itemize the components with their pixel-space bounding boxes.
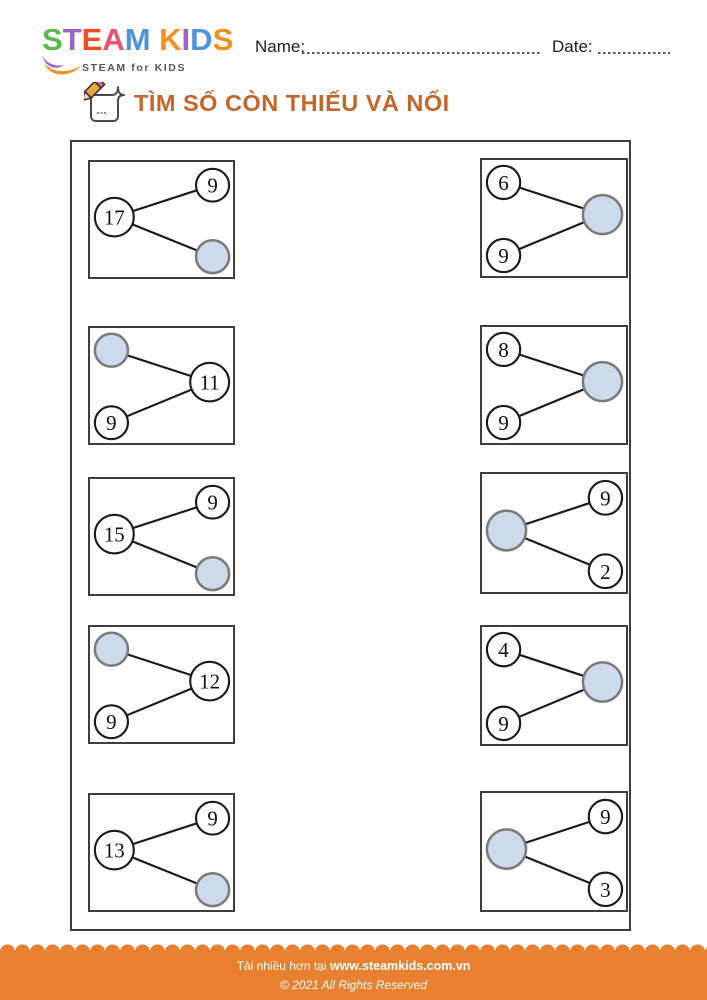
circle-number: 9 bbox=[600, 486, 611, 510]
logo-letter: D bbox=[190, 22, 213, 57]
circle-number: 8 bbox=[498, 338, 509, 362]
number-circle bbox=[485, 237, 522, 274]
number-circle bbox=[194, 167, 231, 203]
circle-number: 9 bbox=[498, 244, 509, 268]
circle-number: 9 bbox=[498, 411, 509, 435]
number-circle bbox=[485, 705, 522, 742]
number-circle bbox=[194, 800, 231, 836]
circle-number: 9 bbox=[600, 805, 611, 829]
missing-number-circle bbox=[93, 332, 130, 368]
date-label: Date: bbox=[552, 37, 593, 56]
circle-number: 3 bbox=[600, 878, 611, 902]
number-bond: 11 9 bbox=[88, 326, 235, 445]
logo-letter: I bbox=[181, 22, 191, 57]
circle-number: 9 bbox=[106, 411, 116, 435]
circle-number: 12 bbox=[199, 670, 220, 694]
title-row: TÌM SỐ CÒN THIẾU VÀ NỐI bbox=[84, 82, 450, 124]
number-bond: 17 9 bbox=[88, 160, 235, 279]
name-fill-line bbox=[302, 52, 540, 54]
circle-number: 9 bbox=[106, 710, 116, 734]
logo-letter: T bbox=[62, 22, 82, 57]
circle-number: 6 bbox=[498, 171, 509, 195]
page-title: TÌM SỐ CÒN THIẾU VÀ NỐI bbox=[134, 89, 450, 116]
number-bond: 15 9 bbox=[88, 477, 235, 596]
missing-number-circle bbox=[194, 872, 231, 908]
number-circle bbox=[485, 164, 522, 201]
footer-text: Tải nhiều hơn tại bbox=[236, 959, 330, 973]
circle-number: 4 bbox=[498, 638, 509, 662]
number-circle bbox=[194, 484, 231, 520]
number-circle bbox=[93, 405, 130, 441]
circle-number: 2 bbox=[600, 560, 611, 584]
logo-wordmark: STEAM KIDS bbox=[42, 24, 233, 55]
circle-number: 13 bbox=[104, 839, 125, 863]
logo-subtitle: STEAM for KIDS bbox=[82, 62, 187, 74]
circle-number: 9 bbox=[207, 491, 217, 515]
logo-letter bbox=[151, 24, 160, 55]
number-circle bbox=[485, 404, 522, 441]
footer-bar: Tải nhiều hơn tại www.steamkids.com.vn ©… bbox=[0, 944, 707, 1000]
date-fill-line bbox=[598, 52, 670, 54]
circle-number: 9 bbox=[207, 807, 217, 831]
missing-number-circle bbox=[93, 631, 130, 667]
logo-letter: A bbox=[102, 22, 125, 57]
number-circle bbox=[485, 631, 522, 668]
number-circle bbox=[587, 479, 624, 516]
logo-letter: E bbox=[81, 22, 103, 57]
name-label: Name: bbox=[255, 37, 306, 56]
footer-copyright: © 2021 All Rights Reserved bbox=[279, 978, 428, 992]
number-bond: 13 9 bbox=[88, 793, 235, 912]
number-circle bbox=[93, 704, 130, 740]
number-circle bbox=[587, 871, 624, 908]
number-circle bbox=[93, 829, 135, 871]
missing-number-circle bbox=[581, 661, 624, 704]
number-bond: 12 9 bbox=[88, 625, 235, 744]
circle-number: 11 bbox=[200, 371, 220, 395]
number-circle bbox=[587, 798, 624, 835]
footer-url: www.steamkids.com.vn bbox=[329, 959, 471, 973]
missing-number-circle bbox=[581, 193, 624, 236]
number-circle bbox=[189, 660, 231, 702]
logo-letter: M bbox=[124, 22, 151, 57]
missing-number-circle bbox=[485, 509, 528, 552]
logo-letter: S bbox=[212, 22, 234, 57]
circle-number: 9 bbox=[498, 712, 509, 736]
number-circle bbox=[93, 196, 135, 238]
pencil-note-icon bbox=[84, 82, 125, 122]
steam-kids-logo: STEAM KIDS STEAM for KIDS bbox=[42, 24, 233, 75]
number-circle bbox=[93, 513, 135, 555]
logo-swoosh-icon bbox=[42, 55, 82, 75]
missing-number-circle bbox=[194, 556, 231, 592]
missing-number-circle bbox=[485, 828, 528, 870]
circle-number: 17 bbox=[104, 206, 125, 230]
footer-site-line: Tải nhiều hơn tại www.steamkids.com.vn bbox=[0, 959, 707, 973]
logo-letter: S bbox=[42, 22, 63, 57]
missing-number-circle bbox=[194, 239, 231, 275]
circle-number: 15 bbox=[104, 523, 125, 547]
circle-number: 9 bbox=[207, 174, 217, 198]
number-circle bbox=[189, 361, 231, 403]
logo-letter: K bbox=[159, 22, 182, 57]
number-circle bbox=[587, 553, 624, 590]
scallop-edge bbox=[0, 944, 707, 952]
missing-number-circle bbox=[581, 360, 624, 403]
number-circle bbox=[485, 331, 522, 368]
